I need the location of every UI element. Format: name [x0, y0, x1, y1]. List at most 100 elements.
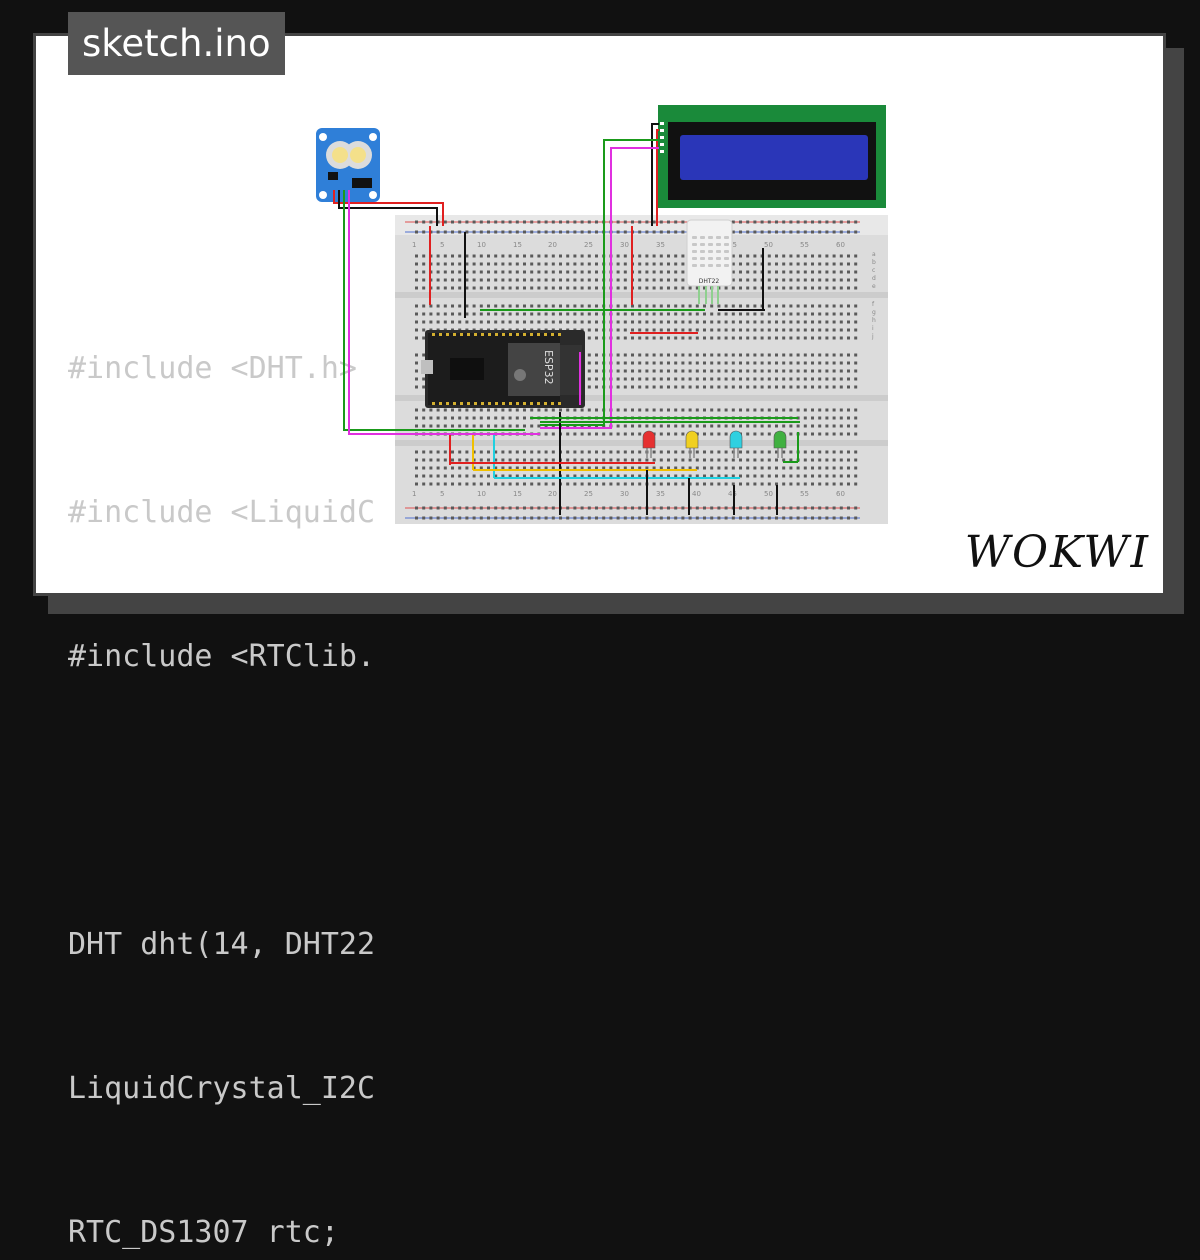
breadboard-hole: [602, 516, 606, 520]
breadboard-hole: [767, 424, 771, 428]
row-letter: h: [872, 317, 876, 324]
breadboard-hole: [825, 516, 829, 520]
breadboard-hole: [789, 336, 793, 340]
breadboard-hole: [854, 262, 858, 266]
breadboard-hole: [825, 385, 829, 389]
breadboard-hole: [429, 220, 433, 224]
breadboard-hole: [724, 328, 728, 332]
breadboard-hole: [623, 254, 627, 258]
breadboard-hole: [695, 286, 699, 290]
breadboard-hole: [515, 416, 519, 420]
breadboard-hole: [832, 270, 836, 274]
breadboard-hole: [436, 312, 440, 316]
breadboard-hole: [760, 506, 764, 510]
breadboard-hole: [703, 361, 706, 365]
breadboard-hole: [479, 220, 483, 224]
esp32-board[interactable]: ESP32: [421, 330, 585, 408]
rtc-module[interactable]: [316, 128, 380, 202]
breadboard-hole: [659, 458, 663, 462]
breadboard-hole: [652, 450, 656, 454]
breadboard-hole: [573, 432, 577, 436]
breadboard-hole: [422, 385, 426, 389]
col-number: 5: [440, 490, 444, 498]
breadboard-hole: [458, 482, 462, 486]
breadboard-hole: [760, 312, 764, 316]
dht-vent: [692, 243, 697, 246]
breadboard-hole: [746, 369, 750, 373]
led[interactable]: [773, 430, 787, 449]
breadboard-hole: [415, 230, 418, 234]
breadboard-hole: [631, 474, 634, 478]
breadboard-hole: [854, 482, 858, 486]
breadboard-hole: [559, 220, 562, 224]
breadboard-hole: [631, 312, 634, 316]
breadboard-hole: [537, 516, 541, 520]
breadboard-hole: [667, 408, 670, 412]
dht22-sensor[interactable]: DHT22: [686, 219, 733, 304]
breadboard-hole: [508, 286, 512, 290]
breadboard-hole: [782, 353, 786, 357]
breadboard-hole: [811, 377, 814, 381]
breadboard-hole: [623, 328, 627, 332]
breadboard-hole: [523, 458, 526, 462]
breadboard-hole: [659, 377, 663, 381]
breadboard-hole: [451, 254, 454, 258]
breadboard-hole: [710, 516, 714, 520]
breadboard-hole: [724, 320, 728, 324]
breadboard-hole: [523, 286, 526, 290]
breadboard-hole: [818, 424, 822, 428]
breadboard-hole: [429, 312, 433, 316]
esp32-pin: [453, 402, 456, 405]
breadboard-hole: [587, 458, 591, 462]
lcd-module[interactable]: [658, 105, 886, 208]
breadboard-hole: [753, 450, 757, 454]
breadboard-hole: [811, 361, 814, 365]
breadboard-hole: [559, 278, 562, 282]
breadboard-hole: [645, 369, 649, 373]
led[interactable]: [729, 430, 743, 449]
breadboard-hole: [451, 450, 454, 454]
breadboard-hole: [724, 361, 728, 365]
breadboard-hole: [688, 361, 692, 365]
esp32-pin: [481, 333, 484, 336]
breadboard-hole: [508, 474, 512, 478]
breadboard-hole: [703, 408, 706, 412]
breadboard-hole: [645, 353, 649, 357]
breadboard-hole: [652, 474, 656, 478]
breadboard-hole: [731, 254, 735, 258]
breadboard-hole: [645, 262, 649, 266]
breadboard-hole: [811, 369, 814, 373]
breadboard-hole: [530, 230, 534, 234]
breadboard-hole: [681, 254, 685, 258]
breadboard-hole: [559, 270, 562, 274]
breadboard-hole: [789, 262, 793, 266]
breadboard-hole: [551, 286, 555, 290]
breadboard-hole: [436, 458, 440, 462]
breadboard-hole: [825, 369, 829, 373]
led[interactable]: [685, 430, 699, 449]
led[interactable]: [642, 430, 656, 449]
breadboard-hole: [443, 312, 447, 316]
breadboard-hole: [523, 450, 526, 454]
breadboard-hole: [703, 320, 706, 324]
breadboard-hole: [746, 361, 750, 365]
breadboard-hole: [760, 466, 764, 470]
breadboard-hole: [818, 369, 822, 373]
breadboard-hole: [688, 482, 692, 486]
breadboard-hole: [544, 458, 548, 462]
breadboard-hole: [803, 416, 807, 420]
breadboard-hole: [782, 312, 786, 316]
breadboard-hole: [695, 328, 699, 332]
breadboard-hole: [710, 320, 714, 324]
code-line: #include <LiquidC: [68, 495, 376, 530]
breadboard-hole: [530, 220, 534, 224]
breadboard-hole: [479, 262, 483, 266]
breadboard-hole: [422, 353, 426, 357]
breadboard-hole: [652, 262, 656, 266]
breadboard-hole: [508, 220, 512, 224]
breadboard-hole: [796, 424, 800, 428]
breadboard-hole: [825, 432, 829, 436]
breadboard-hole: [703, 474, 706, 478]
breadboard-hole: [501, 424, 505, 428]
breadboard-hole: [688, 458, 692, 462]
